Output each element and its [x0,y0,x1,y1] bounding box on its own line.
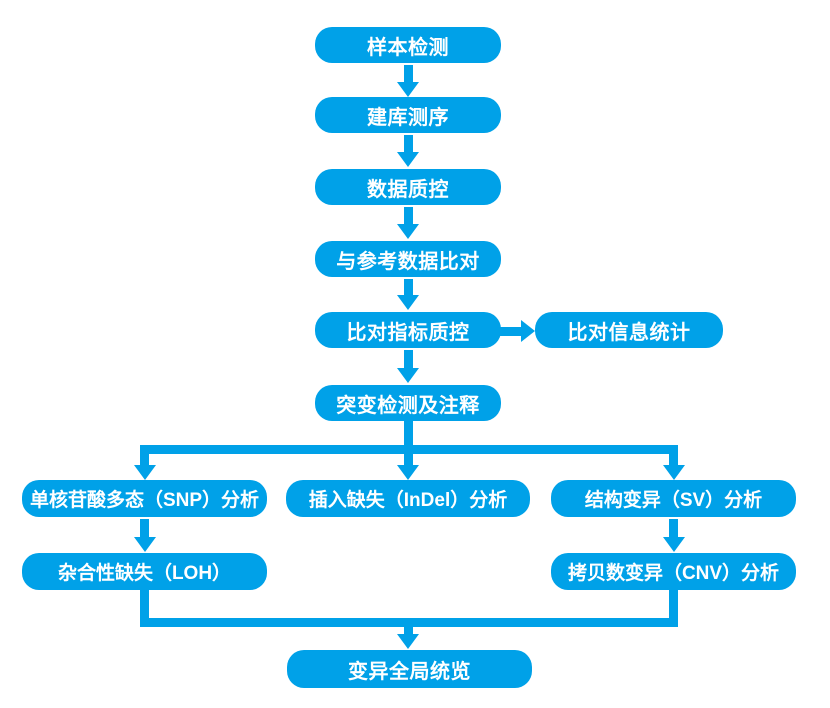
arrow-dataqc-to-alignment-head [397,224,419,239]
merge-line [140,618,678,627]
connector-loh-to-mergeline [140,590,149,627]
arrow-dataqc-to-alignment-stem [404,207,413,224]
node-variant-overview: 变异全局统览 [287,650,532,688]
arrow-metricsqc-to-stats-stem [500,327,521,336]
arrow-sv-to-cnv-stem [669,519,678,537]
split-line [140,445,678,454]
connector-mutation-to-splitline [404,421,413,445]
node-indel-analysis: 插入缺失（InDel）分析 [286,480,530,517]
node-reference-alignment: 与参考数据比对 [315,241,501,277]
connector-cnv-to-mergeline [669,590,678,627]
arrow-split-to-sv-stem [669,454,678,465]
arrow-alignment-to-metricsqc-head [397,295,419,310]
node-cnv-analysis: 拷贝数变异（CNV）分析 [551,553,796,590]
arrow-alignment-to-metricsqc-stem [404,279,413,295]
arrow-split-to-sv-head [663,465,685,480]
arrow-merge-to-overview-stem [404,627,413,634]
arrow-merge-to-overview-head [397,634,419,649]
node-alignment-metrics-qc: 比对指标质控 [315,312,501,348]
arrow-split-to-snp-stem [140,454,149,465]
arrow-sample-to-library-head [397,82,419,97]
node-alignment-stats: 比对信息统计 [535,312,723,348]
node-library-sequencing: 建库测序 [315,97,501,133]
arrow-metricsqc-to-mutation-head [397,368,419,383]
node-sample-testing: 样本检测 [315,27,501,63]
arrow-sample-to-library-stem [404,65,413,82]
node-sv-analysis: 结构变异（SV）分析 [551,480,796,517]
arrow-snp-to-loh-head [134,537,156,552]
node-data-qc: 数据质控 [315,169,501,205]
arrow-split-to-indel-stem [404,454,413,465]
arrow-snp-to-loh-stem [140,519,149,537]
arrow-library-to-dataqc-stem [404,135,413,152]
arrow-metricsqc-to-stats-head [521,320,535,342]
arrow-library-to-dataqc-head [397,152,419,167]
arrow-sv-to-cnv-head [663,537,685,552]
arrow-split-to-snp-head [134,465,156,480]
arrow-split-to-indel-head [397,465,419,480]
node-loh: 杂合性缺失（LOH） [22,553,267,590]
arrow-metricsqc-to-mutation-stem [404,350,413,368]
node-mutation-detection: 突变检测及注释 [315,385,501,421]
node-snp-analysis: 单核苷酸多态（SNP）分析 [22,480,267,517]
